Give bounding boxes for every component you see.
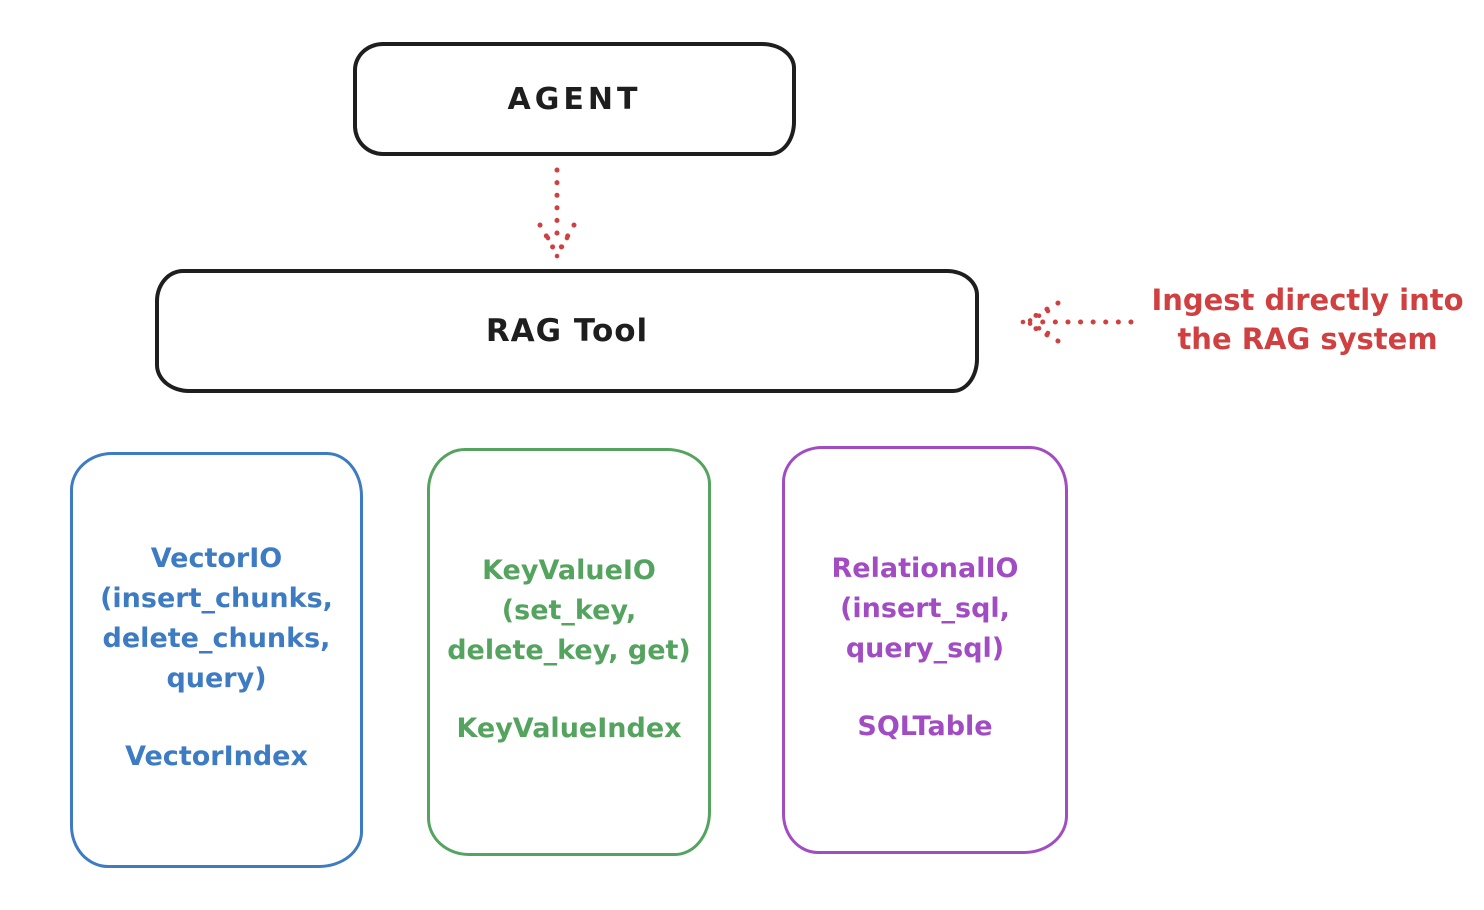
keyvalue-io-node: KeyValueIO (set_key, delete_key, get) Ke… bbox=[427, 448, 711, 856]
annotation-to-rag-dotted-arrow-icon bbox=[1019, 300, 1134, 344]
rag-tool-node: RAG Tool bbox=[155, 269, 979, 393]
agent-node-label: AGENT bbox=[507, 81, 642, 117]
relational-io-node-text: RelationalIO (insert_sql, query_sql) bbox=[831, 553, 1019, 664]
vector-io-node: VectorIO (insert_chunks, delete_chunks, … bbox=[70, 452, 363, 868]
sql-table-label: SQLTable bbox=[857, 711, 993, 742]
rag-tool-node-label: RAG Tool bbox=[485, 313, 649, 349]
ingest-annotation-text: Ingest directly into the RAG system bbox=[1151, 283, 1464, 356]
keyvalue-io-node-text: KeyValueIO (set_key, delete_key, get) bbox=[447, 555, 691, 666]
keyvalue-index-label: KeyValueIndex bbox=[456, 713, 682, 744]
vector-index-label: VectorIndex bbox=[125, 741, 308, 772]
agent-node: AGENT bbox=[353, 42, 796, 156]
vector-io-node-text: VectorIO (insert_chunks, delete_chunks, … bbox=[100, 543, 333, 694]
relational-io-node: RelationalIO (insert_sql, query_sql) SQL… bbox=[782, 446, 1068, 854]
agent-to-rag-dotted-arrow-icon bbox=[537, 167, 577, 260]
